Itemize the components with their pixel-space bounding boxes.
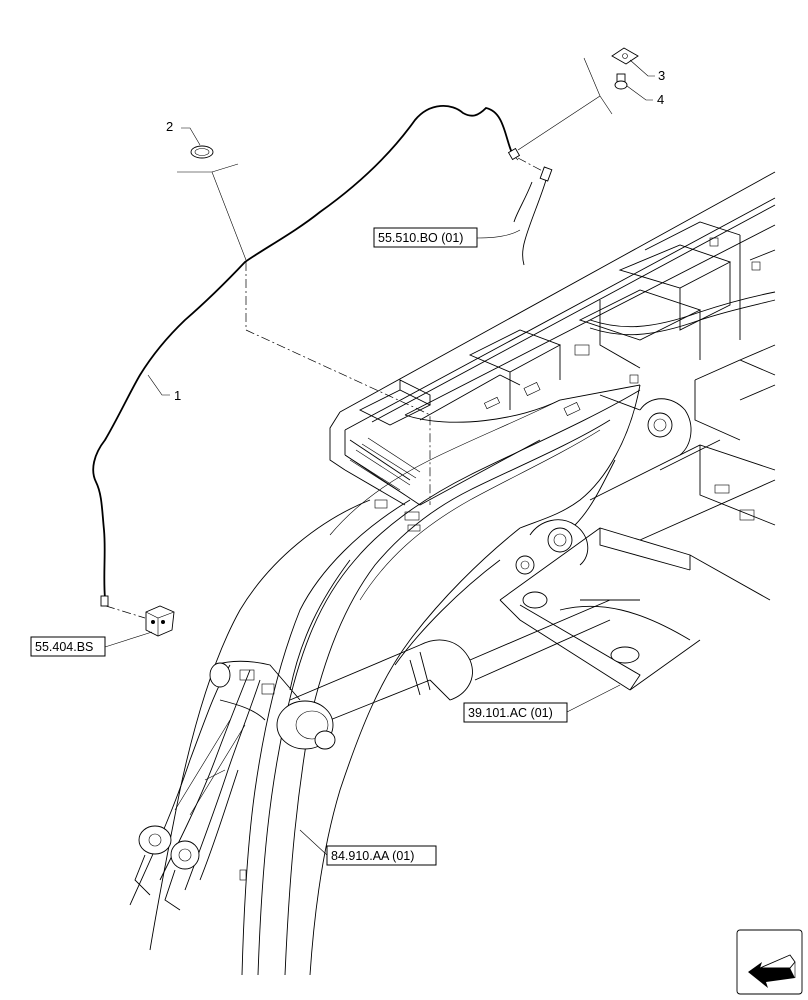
ref-box-84910[interactable]: 84.910.AA (01)	[299, 829, 437, 866]
connector-cable-55510	[513, 166, 553, 266]
upper-structure	[329, 171, 776, 541]
callout-1: 1	[174, 388, 181, 403]
boom	[149, 384, 771, 976]
ref-box-55510[interactable]: 55.510.BO (01)	[373, 227, 521, 248]
ref-label-84910: 84.910.AA (01)	[331, 849, 414, 863]
ref-box-55404[interactable]: 55.404.BS	[30, 631, 153, 657]
bracket-part	[611, 47, 655, 77]
ref-label-39101: 39.101.AC (01)	[468, 706, 553, 720]
bolt-part	[614, 73, 653, 101]
callout-leader-1-group	[177, 57, 613, 261]
ref-label-55404: 55.404.BS	[35, 640, 93, 654]
arm	[129, 660, 301, 911]
ref-box-39101[interactable]: 39.101.AC (01)	[463, 684, 621, 723]
direction-arrow-icon	[736, 929, 803, 995]
callout-2: 2	[166, 119, 173, 134]
harness-hose	[92, 105, 549, 619]
callout-4: 4	[657, 92, 664, 107]
clamp-ring-part	[181, 127, 214, 159]
connector-55404	[145, 605, 175, 637]
ref-label-55510: 55.510.BO (01)	[378, 231, 463, 245]
boom-brackets	[374, 237, 761, 532]
callout-3: 3	[658, 68, 665, 83]
